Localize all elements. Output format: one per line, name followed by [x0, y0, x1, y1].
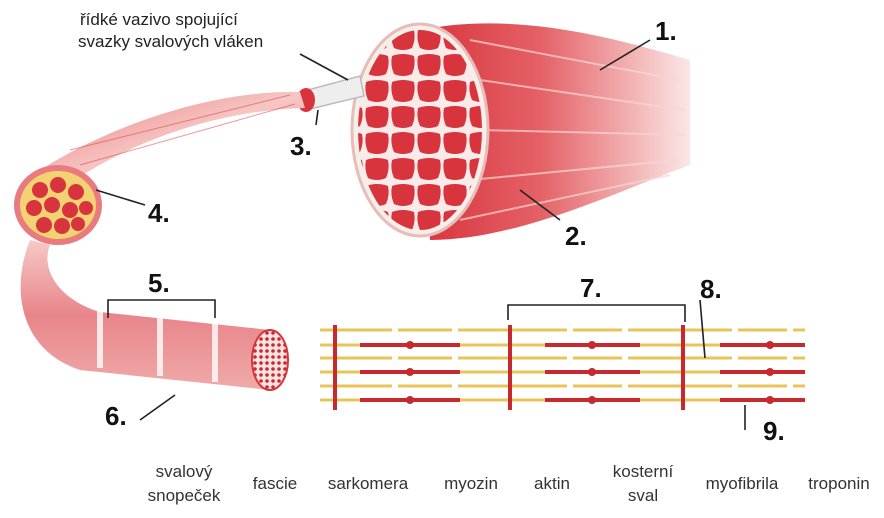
word-bank-item: svalový snopeček	[140, 460, 228, 508]
sarcomere-schematic	[320, 320, 805, 410]
word-line: fascie	[240, 472, 310, 496]
muscle-fiber-illustration	[21, 240, 288, 390]
word-line: myozin	[432, 472, 510, 496]
word-line: aktin	[522, 472, 582, 496]
label-5: 5.	[148, 268, 170, 298]
word-line: sval	[597, 484, 689, 508]
label-2: 2.	[565, 221, 587, 251]
skeletal-muscle-illustration	[352, 23, 690, 240]
word-bank-item: myozin	[432, 472, 510, 496]
word-bank-item: aktin	[522, 472, 582, 496]
word-bank-item: fascie	[240, 472, 310, 496]
word-line: kosterní	[597, 460, 689, 484]
label-4: 4.	[148, 198, 170, 228]
z-lines	[335, 325, 683, 410]
label-3: 3.	[290, 131, 312, 161]
label-7: 7.	[580, 273, 602, 303]
word-line: myofibrila	[690, 472, 794, 496]
label-8: 8.	[700, 274, 722, 304]
word-line: sarkomera	[318, 472, 418, 496]
word-bank-item: troponin	[796, 472, 882, 496]
fascicle-cross-section	[14, 165, 102, 245]
callout-line-1: řídké vazivo spojující	[80, 10, 238, 29]
word-bank-item: sarkomera	[318, 472, 418, 496]
callout-line-2: svazky svalových vláken	[78, 32, 263, 51]
label-1: 1.	[655, 16, 677, 46]
word-bank-item: kosterní sval	[597, 460, 689, 508]
word-bank: svalový snopeček fascie sarkomera myozin…	[0, 458, 884, 518]
word-bank-item: myofibrila	[690, 472, 794, 496]
myosin-filaments	[360, 345, 805, 400]
word-line: troponin	[796, 472, 882, 496]
label-9: 9.	[763, 416, 785, 446]
word-line: svalový	[140, 460, 228, 484]
label-6: 6.	[105, 401, 127, 431]
word-line: snopeček	[140, 484, 228, 508]
fascicle-strand-illustration	[40, 76, 364, 190]
